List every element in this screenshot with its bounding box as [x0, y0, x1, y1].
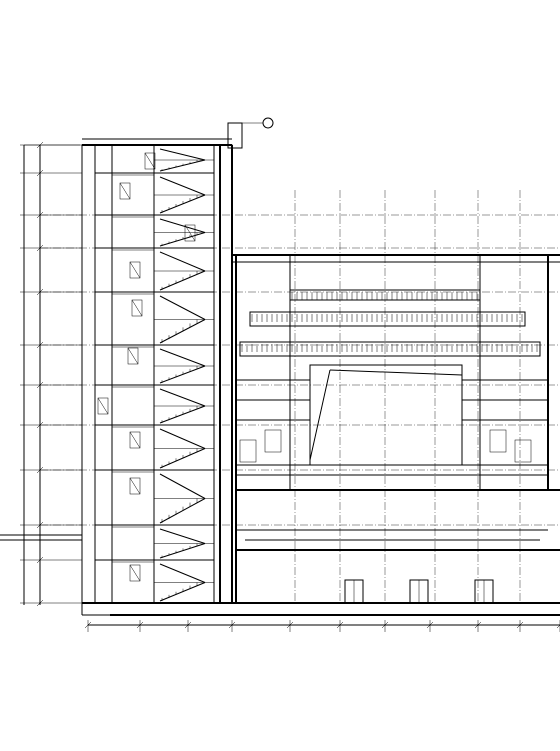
stair-flight: [159, 388, 206, 407]
door-swing: [184, 224, 196, 242]
dim-slash: [336, 621, 344, 629]
stair-tower: [81, 117, 274, 604]
stair-flight: [159, 319, 206, 344]
door: [144, 152, 156, 170]
stair-flight: [159, 348, 206, 367]
stair-flight: [159, 232, 206, 247]
stair-flight: [159, 295, 206, 320]
side-box: [489, 429, 507, 453]
level-tick-mark: [36, 169, 44, 177]
stair-flight: [159, 582, 206, 602]
level-tick-mark: [36, 556, 44, 564]
stair-flight: [159, 405, 206, 424]
stair-flight: [159, 473, 206, 499]
level-tick-mark: [36, 599, 44, 607]
level-ticks: [20, 141, 82, 607]
door-swing: [144, 152, 156, 170]
dim-slash: [84, 621, 92, 629]
door-swing: [127, 347, 139, 365]
door-swing: [129, 477, 141, 495]
stair-flight: [159, 148, 206, 161]
door: [129, 564, 141, 582]
door-swing: [119, 182, 131, 200]
dim-slash: [136, 621, 144, 629]
basement-doors: [344, 579, 494, 604]
dim-slash: [474, 621, 482, 629]
side-box: [239, 439, 257, 463]
bottom-dimension-ticks: [84, 620, 560, 632]
door-swing: [131, 299, 143, 317]
axis-grid-lines: [40, 190, 560, 603]
dim-slash: [556, 624, 560, 629]
stair-flight: [159, 365, 206, 384]
stair-flight: [159, 498, 206, 524]
door: [119, 182, 131, 200]
tower-doors: [97, 152, 196, 582]
stair-flight: [159, 251, 206, 272]
door: [129, 261, 141, 279]
door-swing: [129, 261, 141, 279]
dim-slash: [426, 621, 434, 629]
stair-flight: [159, 528, 206, 544]
door: [131, 299, 143, 317]
door: [127, 347, 139, 365]
stair-flight: [159, 563, 206, 583]
door: [184, 224, 196, 242]
dim-slash: [286, 621, 294, 629]
door: [129, 431, 141, 449]
door-swing: [97, 397, 109, 415]
stair-flight: [159, 218, 206, 233]
stair-flight: [159, 270, 206, 291]
stair-flight: [159, 428, 206, 449]
stair-flight: [159, 448, 206, 469]
door: [129, 477, 141, 495]
dim-slash: [381, 621, 389, 629]
hall-seating-rows: [239, 292, 538, 463]
door-swing: [129, 564, 141, 582]
level-tick-mark: [36, 141, 44, 149]
stair-flight: [159, 176, 206, 196]
stair-flight: [159, 194, 206, 214]
left-dimension-lines: [23, 144, 80, 605]
stair-flights: [154, 148, 214, 602]
main-hall: [0, 254, 560, 616]
dim-slash: [516, 621, 524, 629]
side-box: [514, 439, 532, 463]
stair-flight: [159, 543, 206, 559]
door-swing: [129, 431, 141, 449]
side-box: [264, 429, 282, 453]
dim-slash: [228, 621, 236, 629]
dim-slash: [184, 621, 192, 629]
stair-flight: [159, 159, 206, 172]
door: [97, 397, 109, 415]
